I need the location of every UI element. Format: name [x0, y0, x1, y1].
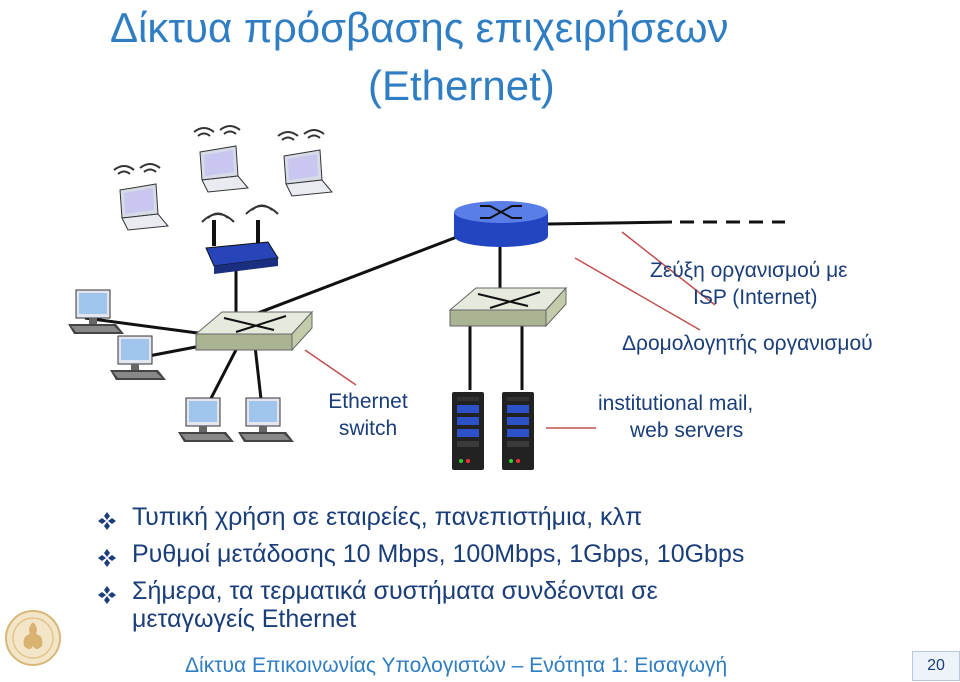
bullet-text: Ρυθμοί μετάδοσης 10 Mbps, 100Mbps, 1Gbps… — [132, 540, 745, 568]
isp-link-label: Ζεύξη οργανισμού με — [650, 259, 848, 282]
bullet-item: Σήμερα, τα τερματικά συστήματα συνδέοντα… — [98, 577, 658, 633]
servers-label-2: web servers — [630, 419, 744, 442]
bullet-text: Τυπική χρήση σε εταιρείες, πανεπιστήμια,… — [132, 503, 643, 531]
bullet-item: Τυπική χρήση σε εταιρείες, πανεπιστήμια,… — [98, 503, 642, 531]
wireless-access-point-icon — [201, 204, 279, 274]
desktop-computer-icon — [109, 335, 167, 381]
bullet-item: Ρυθμοί μετάδοσης 10 Mbps, 100Mbps, 1Gbps… — [98, 540, 744, 568]
switch-label: Ethernet — [328, 390, 408, 413]
desktop-computer-icon — [237, 397, 295, 443]
diamond-bullet-icon — [98, 582, 116, 610]
diamond-bullet-icon — [98, 508, 116, 536]
university-seal-icon — [5, 610, 61, 666]
footer-text: Δίκτυα Επικοινωνίας Υπολογιστών – Ενότητ… — [185, 654, 728, 677]
isp-link-label-2: ISP (Internet) — [693, 286, 818, 309]
router-label: Δρομολογητής οργανισμού — [622, 332, 873, 355]
desktop-computer-icon — [67, 289, 125, 335]
server-icon — [452, 392, 484, 470]
ethernet-switch-icon — [194, 310, 314, 352]
laptop-icon — [277, 129, 333, 197]
bullet-text-continued: μεταγωγείς Ethernet — [132, 605, 357, 633]
slide-title-line-2: (Ethernet) — [368, 62, 555, 109]
laptop-icon — [113, 163, 169, 231]
router-icon — [454, 201, 548, 247]
diamond-bullet-icon — [98, 545, 116, 573]
server-icon — [502, 392, 534, 470]
ethernet-switch-icon — [448, 286, 568, 328]
desktop-computer-icon — [177, 397, 235, 443]
switch-label-2: switch — [338, 417, 398, 440]
slide-title: Δίκτυα πρόσβασης επιχειρήσεων — [110, 4, 729, 51]
page-number: 20 — [912, 651, 960, 681]
laptop-icon — [193, 125, 249, 193]
servers-label: institutional mail, — [598, 392, 754, 415]
bullet-text: Σήμερα, τα τερματικά συστήματα συνδέοντα… — [132, 577, 658, 605]
